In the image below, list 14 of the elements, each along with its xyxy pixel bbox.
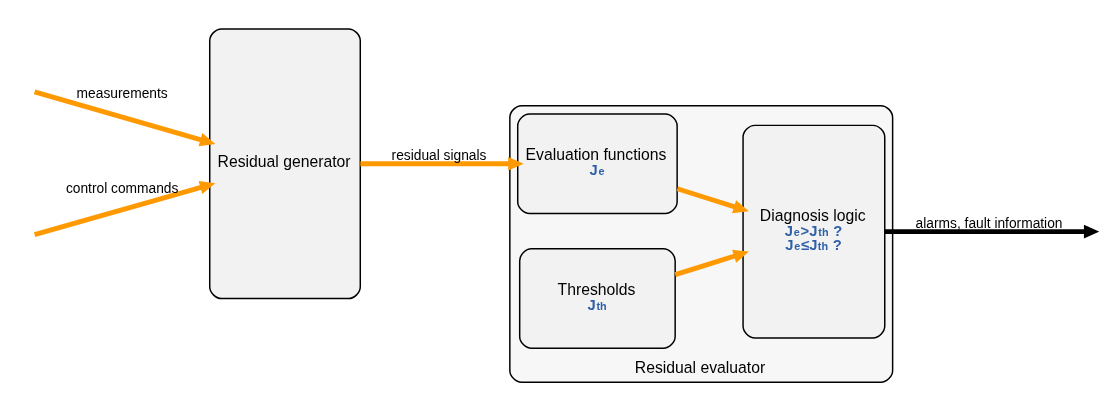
- arrow: [674, 249, 749, 277]
- node-box: Thresholds Jth: [518, 248, 676, 349]
- arrow: [676, 186, 749, 214]
- arrow: [884, 224, 1099, 239]
- edge-label: control commands: [65, 181, 179, 197]
- edge-label: measurements: [76, 86, 168, 102]
- edge-label: alarms, fault information: [915, 215, 1063, 231]
- arrow: [33, 181, 216, 238]
- node-box: Evaluation functions Je: [517, 113, 678, 215]
- node-box: Residual generator: [209, 28, 361, 300]
- edge-label: residual signals: [391, 148, 487, 163]
- arrow: [33, 89, 216, 147]
- node-box: Diagnosis logic Je>Jth ? Je≤Jth ?: [742, 124, 886, 339]
- arrow: [360, 156, 524, 171]
